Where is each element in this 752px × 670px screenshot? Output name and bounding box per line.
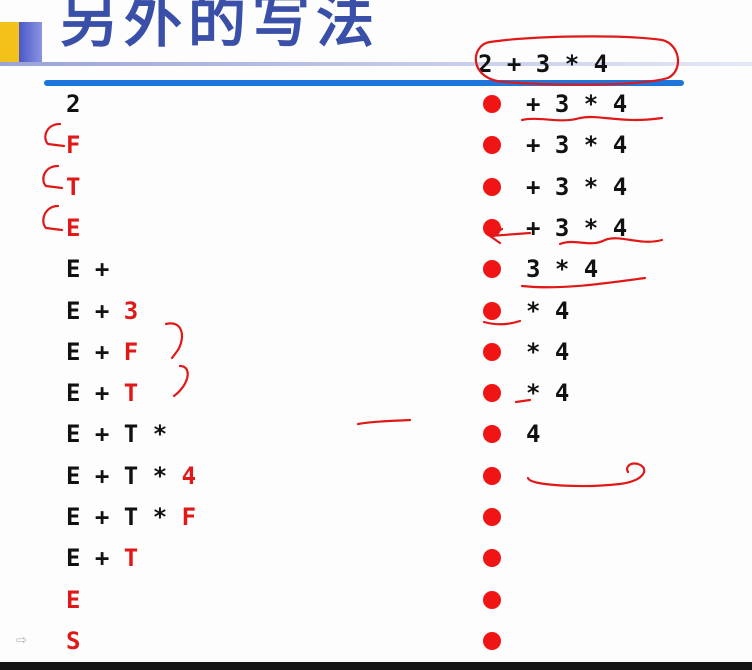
cursor-dot [483,95,501,113]
remaining-input-row: + 3 * 4 [526,213,628,242]
remaining-input-row: * 4 [526,337,570,366]
stack-symbol: S [66,626,81,655]
stack-row: E + 3 [66,299,138,323]
cursor-dot [483,590,501,609]
stack-symbol: 3 [123,296,139,325]
stack-row: E [66,588,80,612]
stack-symbol: T [123,379,139,408]
blue-rule [44,80,684,86]
stack-row: T [66,175,80,199]
title-accent-bar [0,22,42,66]
slide-nav-arrow-icon: ⇨ [16,629,27,650]
remaining-input-row: + 3 * 4 [526,172,628,201]
input-string-header: 2 + 3 * 4 [478,50,609,78]
remaining-input-row: + 3 * 4 [526,90,628,118]
slide-title: 另外的写法 [60,0,381,55]
stack-row: E + T * F [66,505,196,529]
stack-symbol: F [123,337,139,366]
stack-row: E [66,216,80,240]
stack-symbol: E + [66,296,124,325]
cursor-dot [483,549,501,568]
cursor-dot [483,136,501,155]
stack-row: E + T * [66,422,167,446]
stack-symbol: T [123,544,139,573]
stack-symbol: E [66,585,81,614]
stack-symbol: E + T * [66,420,168,449]
stack-symbol: T [66,172,81,201]
cursor-dot [483,425,501,444]
title-underline [0,62,752,66]
stack-symbol: E + T * [66,503,182,531]
stack-symbol: E + [66,544,124,573]
stack-row: E + T [66,546,138,570]
stack-row: S [66,629,80,653]
stack-row: F [66,133,80,157]
stack-symbol: F [181,503,197,531]
stack-symbol: 4 [181,461,197,490]
cursor-dot [483,384,501,403]
remaining-input-row: 3 * 4 [526,255,599,284]
remaining-input-row: * 4 [526,296,570,325]
stack-row: 2 [66,92,80,116]
remaining-input-row: + 3 * 4 [526,131,628,160]
remaining-input-row: 4 [526,420,541,449]
stack-row: E + T * 4 [66,464,196,488]
stack-row: E + F [66,340,138,364]
bottom-bar [0,662,752,670]
cursor-dot [483,631,501,650]
stack-row: E + [66,257,109,281]
stack-symbol: F [66,131,81,160]
cursor-dot [483,342,501,361]
stack-symbol: E + T * [66,461,182,490]
stack-symbol: E + [66,337,124,366]
stack-row: E + T [66,381,138,405]
cursor-dot [483,260,501,279]
stack-symbol: E [66,213,81,242]
cursor-dot [483,508,501,526]
stack-symbol: E + [66,255,110,284]
cursor-dot [483,466,501,485]
cursor-dot [483,301,501,320]
stack-symbol: 2 [66,90,81,118]
stack-symbol: E + [66,379,124,408]
cursor-dot [483,177,501,196]
